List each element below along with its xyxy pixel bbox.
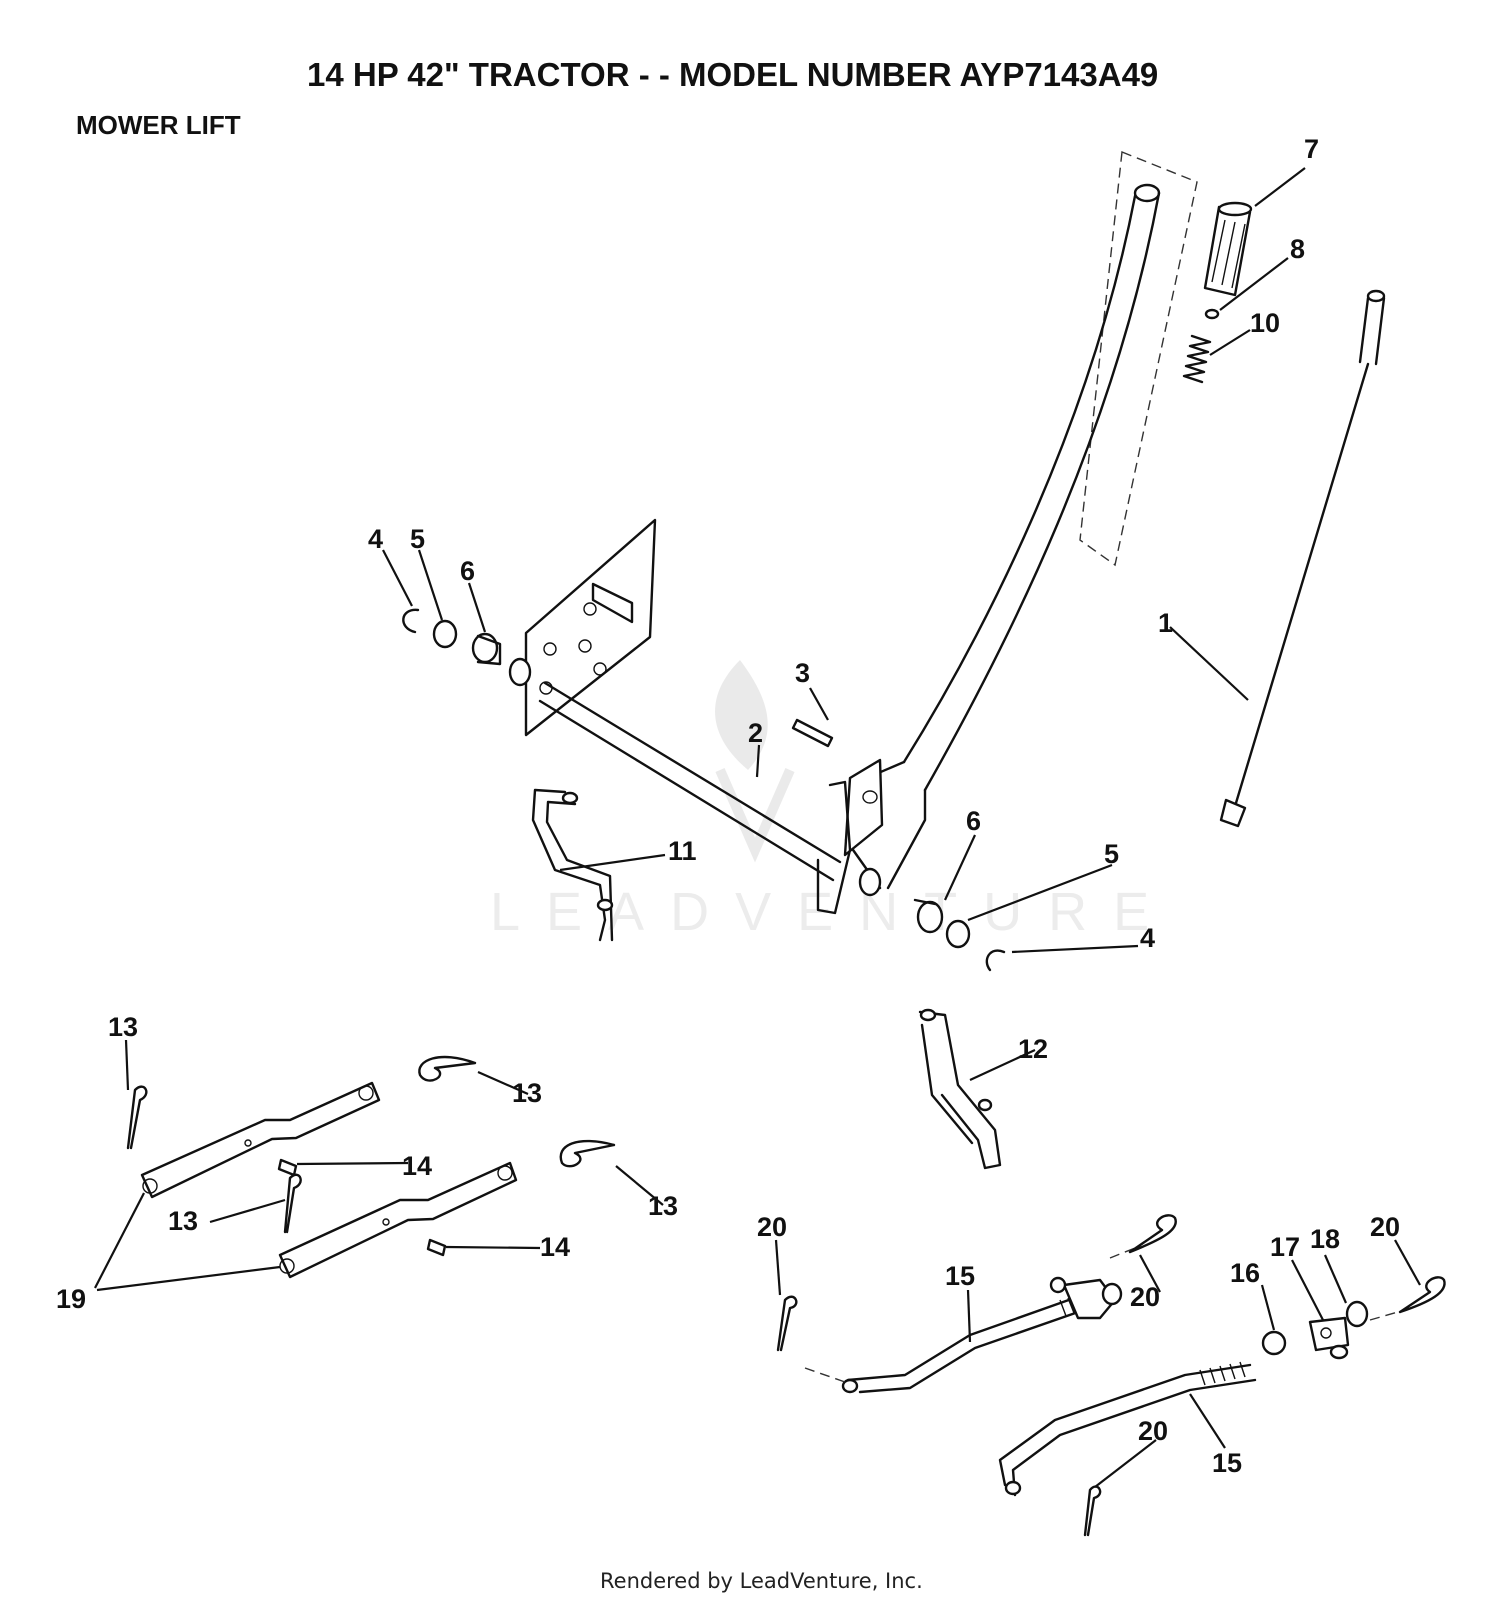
callout-15-upper: 15 (945, 1261, 975, 1291)
callout-1: 1 (1158, 608, 1173, 638)
lower-hairpin-alignment (1369, 1311, 1399, 1321)
callout-4-right: 4 (1140, 923, 1155, 953)
callout-19: 19 (56, 1284, 86, 1314)
callout-4-left: 4 (368, 524, 383, 554)
rod-part-1 (1219, 289, 1386, 828)
section-title: MOWER LIFT (76, 110, 241, 140)
hairpin-part-20-a (776, 1295, 798, 1352)
leader-lines (94, 167, 1421, 1488)
callout-7: 7 (1304, 134, 1319, 164)
bushing-part-6-right (913, 898, 944, 934)
cross-shaft (508, 657, 882, 897)
hairpin-part-20-b (1128, 1214, 1177, 1254)
hairpin-part-13-d (559, 1139, 616, 1168)
nut-part-16 (1261, 1330, 1287, 1356)
hairpin-part-20-c (1398, 1276, 1446, 1314)
watermark-logo-icon (715, 660, 795, 863)
callout-18: 18 (1310, 1224, 1340, 1254)
callout-14-lower: 14 (540, 1232, 570, 1262)
hairpin-part-13-a (126, 1085, 148, 1150)
clip-part-4-left (402, 608, 420, 634)
pin-part-3 (791, 718, 834, 748)
block-part-17 (1308, 1316, 1350, 1360)
callout-5-right: 5 (1104, 839, 1119, 869)
callout-12: 12 (1018, 1034, 1048, 1064)
lift-bar-part-19-upper (140, 1081, 381, 1199)
callout-20-d: 20 (1138, 1416, 1168, 1446)
washer-part-18 (1345, 1300, 1369, 1328)
washer-part-5-left (432, 619, 458, 649)
lift-rod-part-15-upper (841, 1276, 1123, 1394)
upper-rod-alignment (804, 1367, 846, 1383)
grip-part-7 (1203, 201, 1253, 297)
footer-credit: Rendered by LeadVenture, Inc. (600, 1569, 923, 1593)
callouts: 1 2 3 4 5 6 7 8 10 4 5 6 11 12 13 13 13 … (56, 134, 1400, 1478)
page-title: 14 HP 42" TRACTOR - - MODEL NUMBER AYP71… (307, 56, 1158, 93)
callout-13-d: 13 (648, 1191, 678, 1221)
callout-5-left: 5 (410, 524, 425, 554)
callout-13-c: 13 (168, 1206, 198, 1236)
callout-14-upper: 14 (402, 1151, 432, 1181)
lift-lever-part-2 (816, 183, 1161, 915)
callout-3: 3 (795, 658, 810, 688)
lift-link-part-12 (918, 1008, 1002, 1170)
spring-part-10 (1182, 334, 1212, 384)
pin-part-14-lower (426, 1238, 447, 1257)
cap-part-8 (1204, 308, 1220, 320)
callout-2: 2 (748, 718, 763, 748)
mounting-bracket (524, 518, 657, 737)
lift-bar-part-19-lower (278, 1161, 518, 1279)
lift-rod-part-15-lower (998, 1361, 1257, 1497)
callout-20-a: 20 (757, 1212, 787, 1242)
callout-6-left: 6 (460, 556, 475, 586)
washer-part-5-right (945, 919, 971, 949)
callout-20-c: 20 (1370, 1212, 1400, 1242)
callout-20-b: 20 (1130, 1282, 1160, 1312)
callout-13-b: 13 (512, 1078, 542, 1108)
callout-8: 8 (1290, 234, 1305, 264)
clip-part-4-right (985, 949, 1006, 972)
upper-hairpin-alignment (1109, 1247, 1136, 1259)
callout-17: 17 (1270, 1232, 1300, 1262)
grip-assembly-outline (1079, 151, 1198, 567)
lift-link-part-11 (531, 788, 614, 942)
callout-6-right: 6 (966, 806, 981, 836)
callout-16: 16 (1230, 1258, 1260, 1288)
pin-part-14-upper (277, 1158, 298, 1177)
hairpin-part-13-c (283, 1173, 302, 1234)
callout-13-a: 13 (108, 1012, 138, 1042)
hairpin-part-20-d (1083, 1485, 1102, 1537)
hairpin-part-13-b (418, 1055, 477, 1082)
callout-15-lower: 15 (1212, 1448, 1242, 1478)
bushing-part-6-left (471, 632, 502, 666)
callout-11: 11 (668, 836, 697, 866)
callout-10: 10 (1250, 308, 1280, 338)
